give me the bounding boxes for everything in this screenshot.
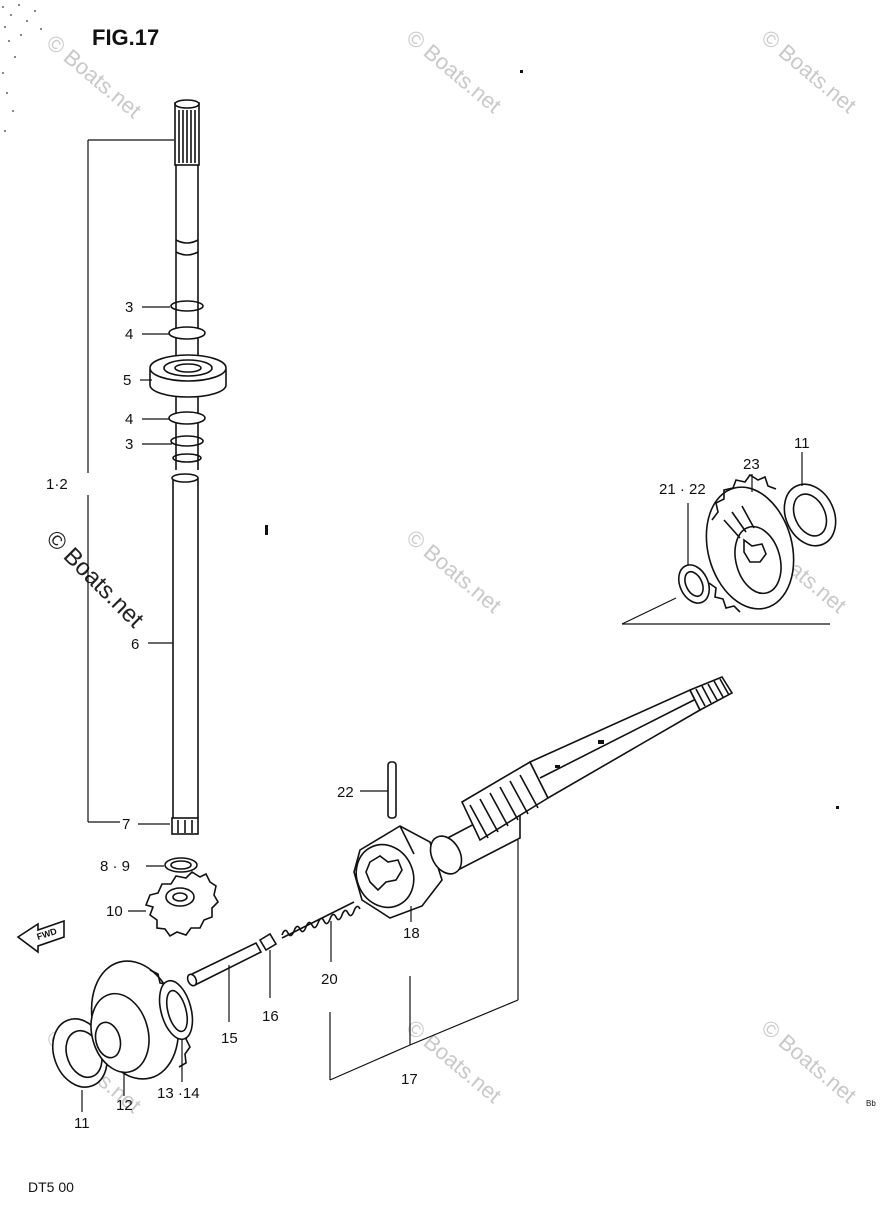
callout-3: 3 [125, 299, 133, 316]
forward-gear-part-12 [90, 960, 191, 1080]
callout-4: 4 [125, 326, 133, 343]
washer-part-4 [168, 326, 206, 425]
propeller-shaft-part-17 [429, 676, 734, 875]
callout-1-2: 1·2 [46, 476, 68, 493]
watermark: © Boats.net [402, 25, 506, 118]
forward-arrow-icon: FWD [16, 919, 65, 954]
pinion-gear-part-10 [144, 870, 219, 938]
circlip-part-3 [170, 300, 204, 463]
callout-18: 18 [403, 925, 420, 942]
spring-part-20 [281, 901, 361, 939]
pin-part-16 [258, 932, 278, 952]
callout-22: 22 [337, 784, 354, 801]
watermark: © Boats.net [402, 525, 506, 618]
bracket-1-2 [87, 139, 174, 823]
callout-11: 11 [794, 435, 810, 452]
shim-part-13-14 [158, 979, 194, 1041]
scan-mark [836, 806, 839, 809]
figure-title: FIG.17 [92, 25, 159, 50]
callout-11: 11 [74, 1115, 90, 1132]
reverse-gear-part-23 [705, 473, 795, 613]
bracket-17 [329, 840, 519, 1081]
bearing-part-5 [149, 354, 227, 398]
callout-21-22: 21 · 22 [659, 481, 706, 498]
shim-part-8-9 [164, 857, 198, 873]
watermark: © Boats.net [41, 525, 149, 633]
watermark: © Boats.net [757, 25, 861, 118]
scan-speckle [2, 4, 42, 132]
watermark: © Boats.net [402, 1015, 506, 1108]
scan-mark [265, 525, 268, 535]
callout-6: 6 [131, 636, 139, 653]
corner-mark: Bb [866, 1099, 876, 1108]
callout-16: 16 [262, 1008, 279, 1025]
callout-5: 5 [123, 372, 131, 389]
watermark: © Boats.net [757, 1015, 861, 1108]
thrust-washer-part-11 [783, 483, 837, 547]
callout-10: 10 [106, 903, 123, 920]
bracket-reverse-gear [621, 597, 830, 625]
callout-15: 15 [221, 1030, 238, 1047]
callout-4: 4 [125, 411, 133, 428]
shim-part-21-22 [677, 564, 711, 604]
push-rod-part-15 [186, 941, 263, 987]
callout-13-14: 13 ·14 [157, 1085, 200, 1102]
callout-23: 23 [743, 456, 760, 473]
callout-8-9: 8 · 9 [100, 858, 130, 875]
footer-model-code: DT5 00 [28, 1179, 74, 1195]
pin-part-22 [387, 761, 397, 819]
scan-mark [520, 70, 523, 73]
driveshaft [171, 99, 200, 835]
callout-7: 7 [122, 816, 130, 833]
callout-17: 17 [401, 1071, 418, 1088]
clutch-dog-part-18 [353, 825, 443, 919]
callout-3: 3 [125, 436, 133, 453]
callout-12: 12 [116, 1097, 133, 1114]
callout-20: 20 [321, 971, 338, 988]
